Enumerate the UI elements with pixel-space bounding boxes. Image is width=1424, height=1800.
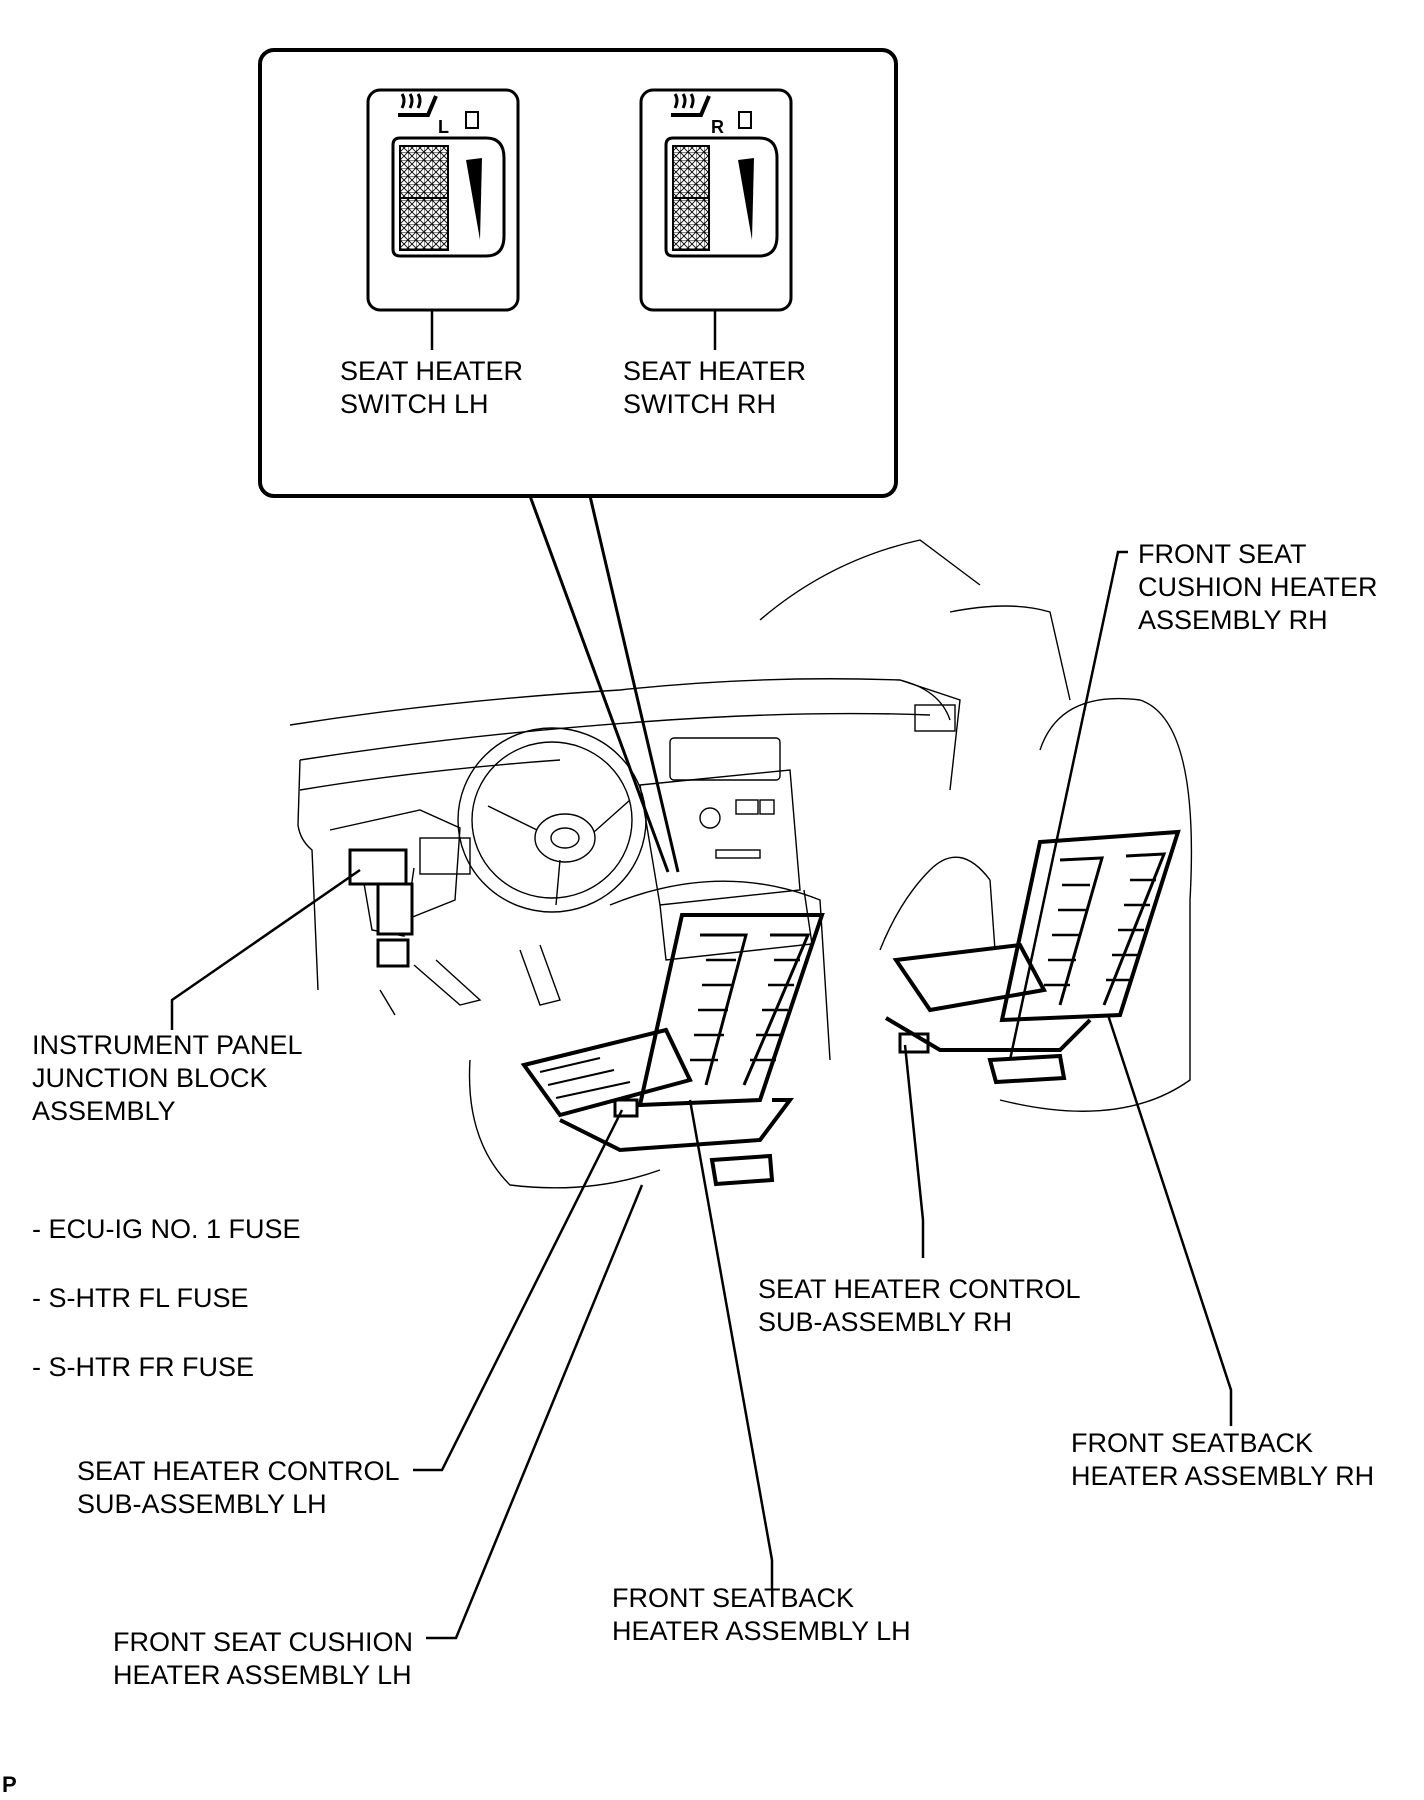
switch-lh-side-letter: L (438, 117, 449, 137)
cushion-heater-lh-illustration (520, 1027, 794, 1187)
vehicle-interior-illustration (289, 539, 1193, 1189)
seatback-heater-lh-label-line-2: HEATER ASSEMBLY LH (612, 1616, 911, 1646)
leader-lines (170, 550, 1233, 1640)
switch-rh-label: SEAT HEATER SWITCH RH (623, 355, 806, 421)
cushion-heater-rh-label-line-2: CUSHION HEATER (1138, 572, 1378, 602)
seatback-heater-lh-illustration (637, 913, 825, 1108)
junction-block-label: INSTRUMENT PANEL JUNCTION BLOCK ASSEMBLY (32, 1029, 303, 1128)
junction-block-label-line-2: JUNCTION BLOCK (32, 1063, 268, 1093)
switch-inset: L R (258, 48, 898, 498)
control-lh-label-line-1: SEAT HEATER CONTROL (77, 1456, 400, 1486)
seatback-heater-lh-label: FRONT SEATBACK HEATER ASSEMBLY LH (612, 1582, 911, 1648)
cushion-heater-rh-label: FRONT SEAT CUSHION HEATER ASSEMBLY RH (1138, 538, 1378, 637)
control-lh-label-line-2: SUB-ASSEMBLY LH (77, 1489, 327, 1519)
seatback-heater-rh-label: FRONT SEATBACK HEATER ASSEMBLY RH (1071, 1427, 1374, 1493)
switch-rh-side-letter: R (711, 117, 724, 137)
seatback-heater-rh-label-line-1: FRONT SEATBACK (1071, 1428, 1314, 1458)
junction-block-illustration (348, 848, 414, 968)
cushion-heater-lh-label-line-2: HEATER ASSEMBLY LH (113, 1660, 412, 1690)
cushion-heater-lh-label-line-1: FRONT SEAT CUSHION (113, 1627, 414, 1657)
control-rh-label-line-1: SEAT HEATER CONTROL (758, 1274, 1081, 1304)
seatback-heater-rh-illustration (999, 829, 1181, 1023)
fuse-2-label: - S-HTR FL FUSE (32, 1283, 249, 1313)
cushion-heater-lh-label: FRONT SEAT CUSHION HEATER ASSEMBLY LH (113, 1626, 413, 1692)
fuse-3-label: - S-HTR FR FUSE (32, 1352, 254, 1382)
cushion-heater-rh-label-line-3: ASSEMBLY RH (1138, 605, 1328, 635)
cushion-heater-rh-label-line-1: FRONT SEAT (1138, 539, 1307, 569)
seatback-heater-rh-label-line-2: HEATER ASSEMBLY RH (1071, 1461, 1375, 1491)
switch-lh-label-line-1: SEAT HEATER (340, 356, 524, 386)
fuse-1-label: - ECU-IG NO. 1 FUSE (32, 1214, 301, 1244)
seat-heater-switch-lh-illustration: L (366, 88, 520, 312)
cushion-heater-rh-illustration (884, 942, 1092, 1085)
switch-lh-label-line-2: SWITCH LH (340, 389, 489, 419)
inset-callout-line-left (528, 495, 670, 873)
switch-rh-label-line-2: SWITCH RH (623, 389, 776, 419)
switch-rh-label-line-1: SEAT HEATER (623, 356, 807, 386)
seat-heater-switch-rh-illustration: R (639, 88, 793, 312)
figure-mark: P (2, 1772, 17, 1797)
seatback-heater-lh-label-line-1: FRONT SEATBACK (612, 1583, 855, 1613)
control-lh-label: SEAT HEATER CONTROL SUB-ASSEMBLY LH (77, 1455, 400, 1521)
inset-callout-line-right (588, 495, 680, 873)
junction-block-label-line-1: INSTRUMENT PANEL (32, 1030, 303, 1060)
junction-block-label-line-3: ASSEMBLY (32, 1096, 176, 1126)
switch-lh-label: SEAT HEATER SWITCH LH (340, 355, 523, 421)
control-rh-label-line-2: SUB-ASSEMBLY RH (758, 1307, 1013, 1337)
control-rh-label: SEAT HEATER CONTROL SUB-ASSEMBLY RH (758, 1273, 1081, 1339)
